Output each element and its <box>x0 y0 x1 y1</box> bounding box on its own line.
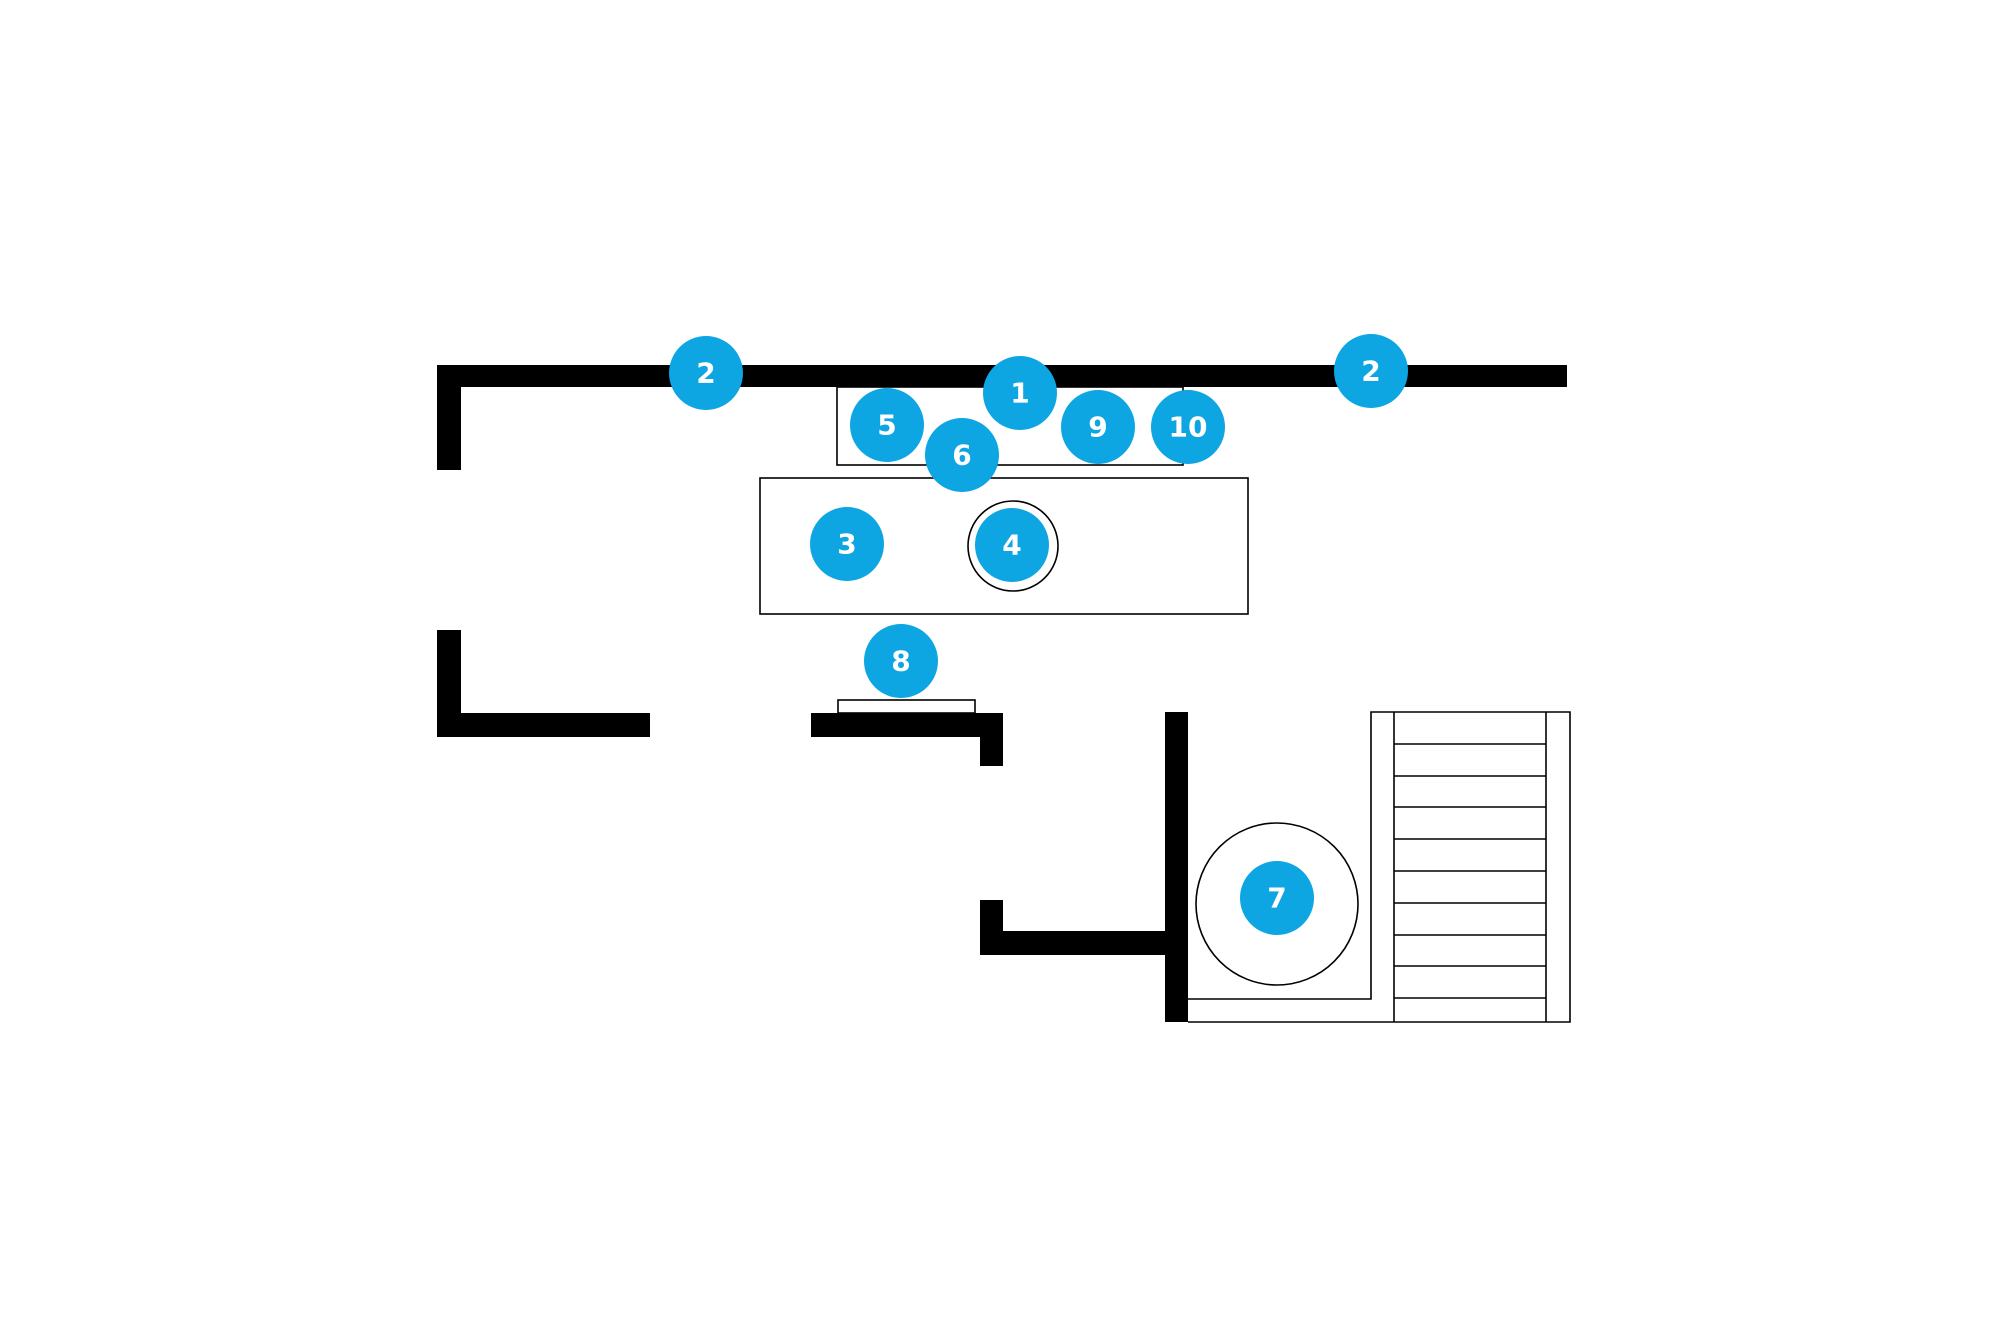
wall-lower-horizontal <box>980 931 1185 955</box>
marker-1[interactable]: 1 <box>983 356 1057 430</box>
marker-4[interactable]: 4 <box>975 508 1049 582</box>
marker-9[interactable]: 9 <box>1061 390 1135 464</box>
stair-treads <box>1394 743 1546 999</box>
marker-7[interactable]: 7 <box>1240 861 1314 935</box>
marker-label: 7 <box>1267 882 1286 915</box>
marker-5[interactable]: 5 <box>850 388 924 462</box>
kitchen-island <box>759 477 1249 615</box>
shelf-ledge <box>837 699 976 714</box>
marker-label: 8 <box>891 645 910 678</box>
wall-bottom-middle <box>811 713 1003 737</box>
marker-label: 1 <box>1010 377 1029 410</box>
landing-outline <box>1188 711 1571 1023</box>
markers: 2 2 1 5 9 10 6 3 <box>669 334 1408 935</box>
marker-label: 2 <box>1361 355 1380 388</box>
stair-hall <box>1188 711 1571 1023</box>
marker-label: 9 <box>1088 411 1107 444</box>
marker-2b[interactable]: 2 <box>1334 334 1408 408</box>
marker-label: 6 <box>952 439 971 472</box>
marker-2a[interactable]: 2 <box>669 336 743 410</box>
marker-10[interactable]: 10 <box>1151 390 1225 464</box>
marker-label: 4 <box>1002 529 1021 562</box>
marker-label: 2 <box>696 357 715 390</box>
wall-left-upper <box>437 365 461 470</box>
walls <box>437 365 1567 1022</box>
marker-label: 10 <box>1169 411 1208 444</box>
round-table <box>1195 822 1359 986</box>
marker-label: 3 <box>837 528 856 561</box>
wall-stair-vertical <box>1165 712 1188 1022</box>
wall-stub-upper <box>980 713 1003 766</box>
marker-6[interactable]: 6 <box>925 418 999 492</box>
marker-3[interactable]: 3 <box>810 507 884 581</box>
island-sink <box>967 500 1059 592</box>
marker-8[interactable]: 8 <box>864 624 938 698</box>
wall-bottom-left <box>437 713 650 737</box>
marker-label: 5 <box>877 409 896 442</box>
